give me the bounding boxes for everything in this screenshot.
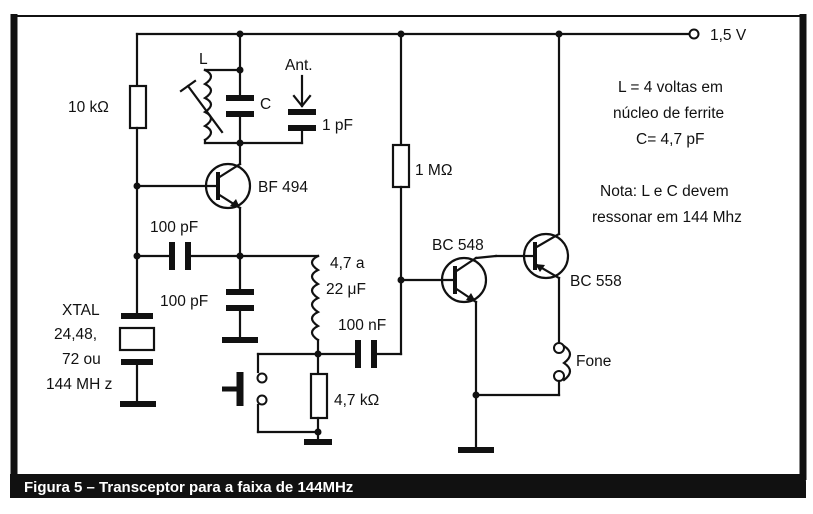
coil-label-1: 4,7 a: [330, 255, 365, 272]
nota-line-2: ressonar em 144 Mhz: [592, 209, 742, 226]
choke-coil: [310, 254, 321, 342]
figure-caption: Figura 5 – Transceptor para a faixa de 1…: [24, 479, 353, 496]
q3-label: BC 558: [570, 273, 622, 290]
resistor-4k7-label: 4,7 kΩ: [334, 392, 379, 409]
resistor-4k7: [309, 372, 329, 420]
xtal-line-2: 24,48,: [54, 326, 97, 343]
fone-label: Fone: [576, 353, 611, 370]
button-contact: [256, 372, 268, 384]
crystal: [118, 326, 156, 352]
antenna-label: Ant.: [285, 57, 313, 74]
q2-label: BC 548: [432, 237, 484, 254]
q1-label: BF 494: [258, 179, 308, 196]
capacitor-100pf-b-label: 100 pF: [160, 293, 208, 310]
capacitor-100nf-label: 100 nF: [338, 317, 386, 334]
caption-bar: [10, 474, 806, 498]
supply-label: 1,5 V: [710, 27, 747, 44]
resistor-1m: [391, 143, 411, 189]
inductor-l-label: L: [199, 51, 208, 68]
xtal-line-3: 72 ou: [62, 351, 101, 368]
capacitor-1pf-label: 1 pF: [322, 117, 353, 134]
fone-terminal: [553, 370, 565, 382]
coil-label-2: 22 μF: [326, 281, 366, 298]
inductor-l: [202, 68, 213, 142]
capacitor-c-label: C: [260, 96, 271, 113]
supply-terminal: [688, 28, 700, 40]
resistor-10k: [128, 84, 148, 130]
capacitor-100pf-a-label: 100 pF: [150, 219, 198, 236]
button-contact: [256, 394, 268, 406]
fone-terminal: [553, 342, 565, 354]
nota-line-1: Nota: L e C devem: [600, 183, 729, 200]
ferrite-core-arrow: [186, 84, 224, 134]
spec-line-3: C= 4,7 pF: [636, 131, 705, 148]
earphone: [562, 344, 572, 382]
resistor-10k-label: 10 kΩ: [68, 99, 109, 116]
spec-line-1: L = 4 voltas em: [618, 79, 723, 96]
spec-line-2: núcleo de ferrite: [613, 105, 724, 122]
resistor-1m-label: 1 MΩ: [415, 162, 452, 179]
xtal-line-4: 144 MH z: [46, 376, 112, 393]
xtal-line-1: XTAL: [62, 302, 100, 319]
